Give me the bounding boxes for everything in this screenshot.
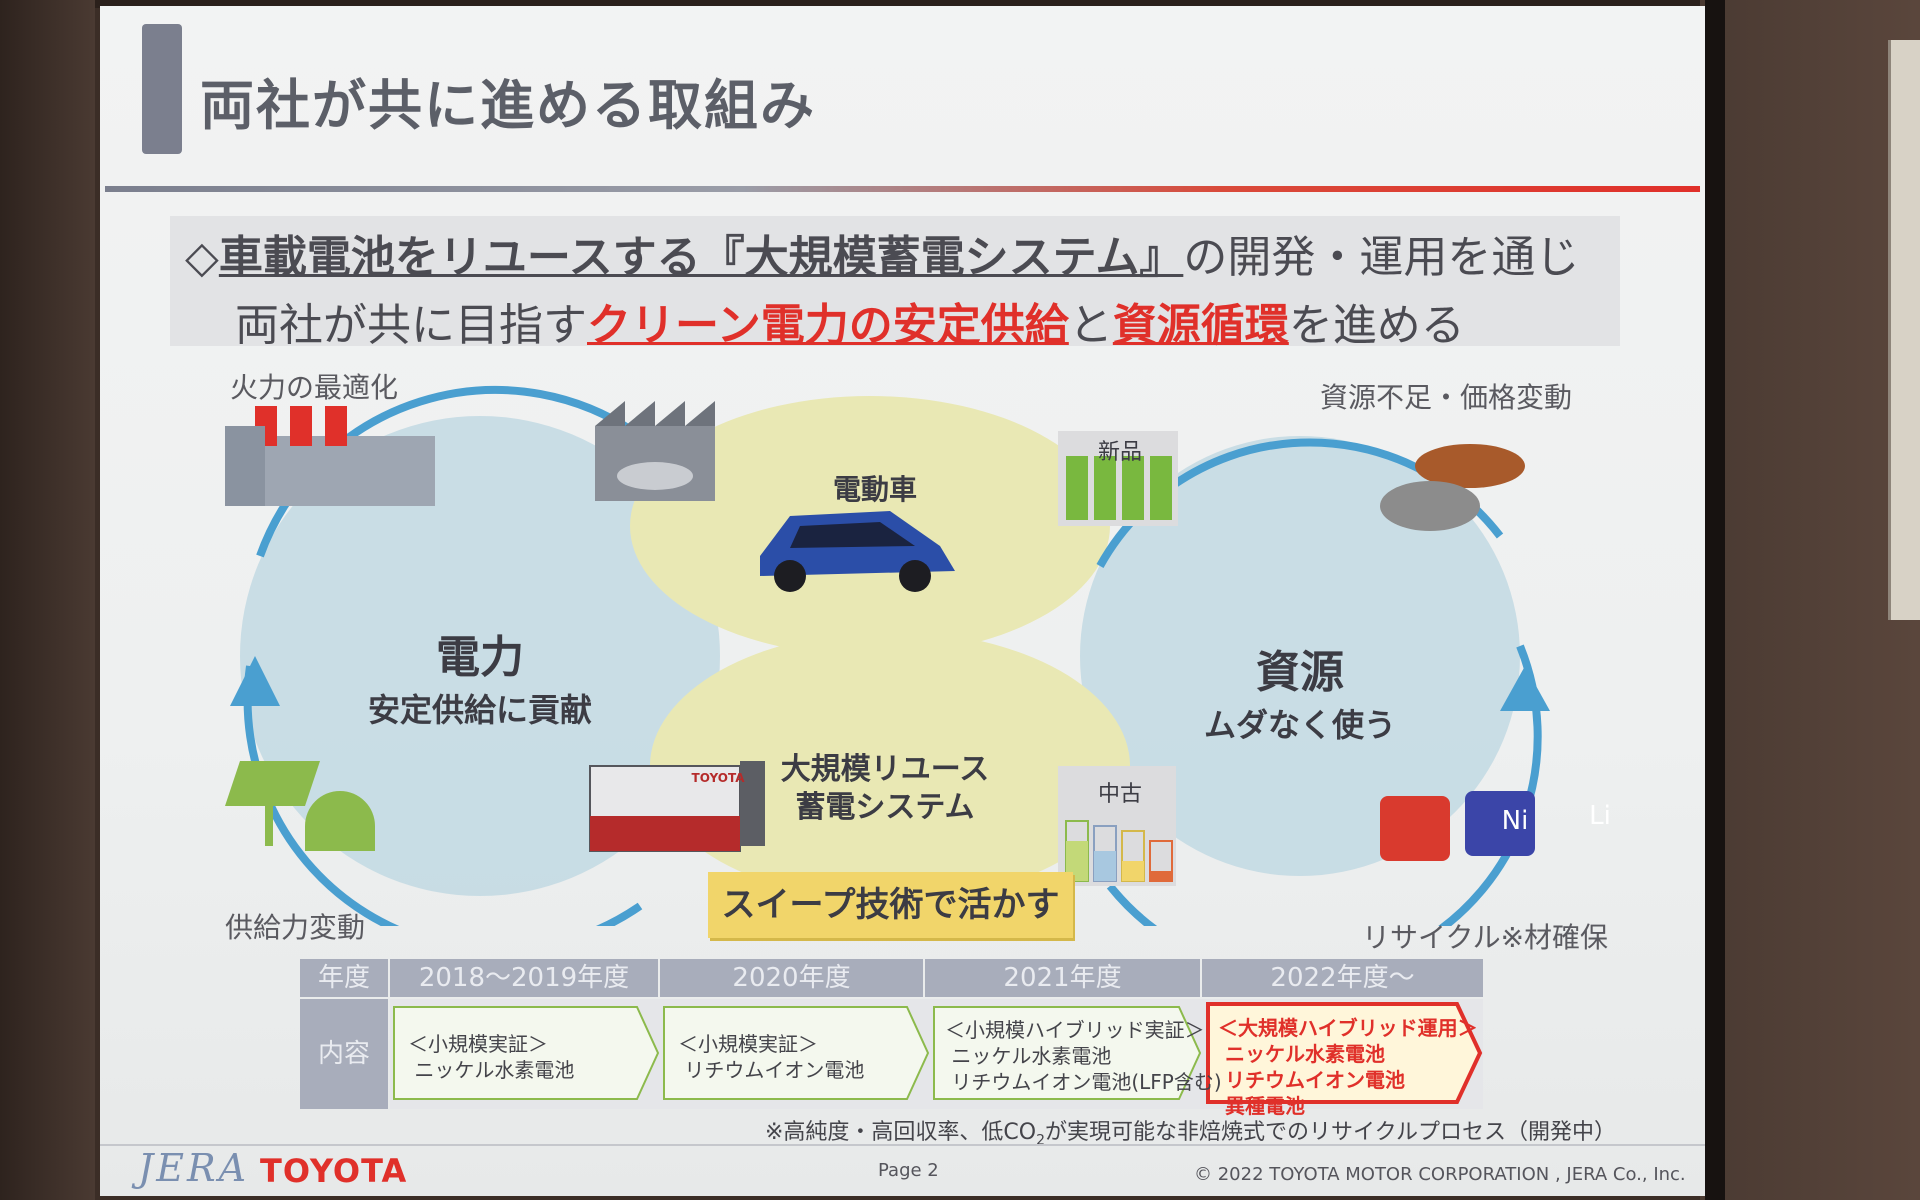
- label-supply-fluctuation: 供給力変動: [225, 911, 366, 944]
- col-header-2020: 2020年度: [660, 959, 923, 997]
- title-accent-bar: [142, 24, 182, 154]
- phase-4-text: ＜大規模ハイブリッド運用＞ ニッケル水素電池 リチウムイオン電池 異種電池: [1218, 1016, 1478, 1118]
- ni-symbol: Ni: [1501, 806, 1529, 836]
- col-header-2021: 2021年度: [925, 959, 1200, 997]
- diamond-icon: ◇: [185, 232, 219, 283]
- ni-li-element-icon: [1380, 791, 1535, 861]
- paper-on-wall: [1888, 40, 1920, 620]
- copyright: © 2022 TOYOTA MOTOR CORPORATION , JERA C…: [1194, 1164, 1686, 1185]
- label-resource-shortage: 資源不足・価格変動: [1320, 381, 1573, 414]
- headline-line-1: ◇車載電池をリユースする『大規模蓄電システム』の開発・運用を通じ: [185, 221, 1579, 285]
- footer-rule: [100, 1144, 1705, 1146]
- cycle-arc-left-bottom: [243, 665, 643, 926]
- timeline-table: 年度 2018～2019年度 2020年度 2021年度 2022年度～ 内容 …: [300, 959, 1483, 1118]
- headline-emphasis-1: 車載電池をリユースする『大規模蓄電システム』: [218, 232, 1184, 283]
- raw-material-icon: [1380, 444, 1525, 531]
- headline-text-1: の開発・運用を通じ: [1183, 232, 1580, 283]
- col-header-year: 年度: [300, 959, 388, 997]
- cycle-arc-right-bottom: [1106, 644, 1542, 926]
- jera-logo: JERA: [138, 1146, 250, 1190]
- headline-red-2: 資源循環: [1112, 300, 1289, 351]
- new-battery-label: 新品: [1097, 440, 1142, 465]
- phase-2-text: ＜小規模実証＞ リチウムイオン電池: [678, 1032, 865, 1082]
- title-rule: [105, 186, 1700, 192]
- room-wall-left: [0, 0, 95, 1200]
- headline-box: [170, 216, 1620, 346]
- presentation-slide: 両社が共に進める取組み ◇車載電池をリユースする『大規模蓄電システム』の開発・運…: [100, 6, 1705, 1196]
- storage-container-icon: [589, 761, 765, 852]
- solar-hydrogen-icon: [225, 761, 375, 851]
- label-thermal-optimization: 火力の最適化: [230, 371, 399, 404]
- power-plant-icon: [225, 406, 435, 506]
- phase-arrow-3: [933, 1006, 1202, 1100]
- container-logo: TOYOTA: [691, 771, 745, 785]
- col-header-2018: 2018～2019年度: [390, 959, 658, 997]
- col-header-2022: 2022年度～: [1202, 959, 1483, 997]
- label-recycle: リサイクル※材確保: [1362, 921, 1609, 954]
- li-symbol: Li: [1589, 801, 1611, 831]
- room-top: [0, 0, 1920, 8]
- resource-circle: [1080, 436, 1520, 876]
- slide-title: 両社が共に進める取組み: [200, 74, 816, 137]
- ev-car-icon: [760, 511, 955, 592]
- arrow-head-left: [230, 656, 280, 706]
- storage-oval: [650, 631, 1130, 901]
- storage-label: 大規模リユース 蓄電システム: [780, 752, 990, 825]
- footnote: ※高純度・高回収率、低CO2が実現可能な非焙焼式でのリサイクルプロセス（開発中）: [765, 1120, 1616, 1149]
- used-battery-label: 中古: [1097, 782, 1142, 807]
- phase-arrow-4: [1206, 1002, 1483, 1104]
- cycle-diagram: [225, 386, 1550, 926]
- resource-circle-title: 資源 ムダなく使う: [1203, 647, 1396, 744]
- row-header-content: 内容: [300, 999, 388, 1109]
- toyota-logo: TOYOTA: [260, 1152, 408, 1190]
- sweep-technology-box: スイープ技術で活かす: [708, 872, 1073, 938]
- page-number: Page 2: [878, 1160, 939, 1181]
- phase-arrow-1: [393, 1006, 660, 1100]
- phase-3-text: ＜小規模ハイブリッド実証＞ ニッケル水素電池 リチウムイオン電池(LFP含む): [945, 1018, 1222, 1094]
- ev-label: 電動車: [832, 473, 917, 506]
- headline-line-2: 両社が共に目指すクリーン電力の安定供給と資源循環を進める: [235, 300, 1465, 351]
- phase-arrow-2: [663, 1006, 930, 1100]
- power-circle-title: 電力 安定供給に貢献: [367, 632, 592, 729]
- new-battery-icon: [1058, 431, 1178, 526]
- factory-icon: [595, 401, 715, 501]
- screen-frame: [1705, 0, 1725, 1200]
- arrow-head-right: [1500, 666, 1550, 711]
- used-battery-icon: [1058, 766, 1176, 886]
- headline-red-1: クリーン電力の安定供給: [587, 300, 1069, 351]
- phase-1-text: ＜小規模実証＞ ニッケル水素電池: [408, 1032, 575, 1082]
- room-wall-right: [1700, 0, 1920, 1200]
